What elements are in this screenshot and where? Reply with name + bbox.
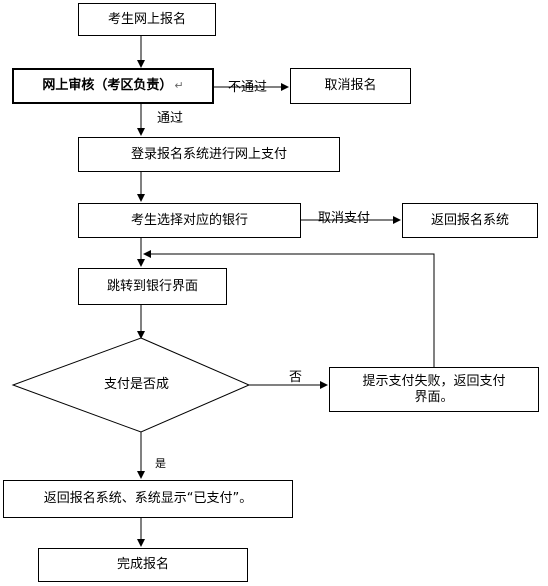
complete-label: 完成报名 (116, 557, 169, 572)
return-display-label: 返回报名系统、系统显示“已支付”。 (43, 491, 253, 506)
return-system-node: 返回报名系统 (402, 203, 538, 238)
review-node-label: 网上审核（考区负责） (42, 78, 173, 93)
edge-label-not-pass: 不通过 (228, 80, 268, 95)
login-pay-label: 登录报名系统进行网上支付 (130, 146, 287, 162)
cancel-registration-label: 取消报名 (324, 78, 377, 93)
arrow-fail-loop-back (143, 250, 435, 367)
cancel-registration-node: 取消报名 (290, 68, 411, 104)
edge-label-pass: 通过 (157, 111, 184, 126)
jump-bank-label: 跳转到银行界面 (106, 278, 198, 294)
complete-node: 完成报名 (38, 548, 248, 582)
decision-diamond (11, 337, 251, 433)
review-node: 网上审核（考区负责） ↵ (12, 68, 214, 104)
fail-notice-line1: 提示支付失败，返回支付 (362, 373, 506, 389)
choose-bank-node: 考生选择对应的银行 (78, 203, 301, 238)
jump-bank-node: 跳转到银行界面 (78, 268, 227, 305)
edge-label-no: 否 (289, 370, 303, 385)
edge-label-cancel-payment: 取消支付 (318, 211, 371, 226)
fail-notice-node: 提示支付失败，返回支付 界面。 (329, 367, 539, 412)
return-mark: ↵ (174, 79, 184, 92)
decision-label: 支付是否成 (104, 377, 170, 392)
start-node-label: 考生网上报名 (107, 11, 186, 27)
login-pay-node: 登录报名系统进行网上支付 (78, 137, 340, 172)
choose-bank-label: 考生选择对应的银行 (130, 212, 248, 228)
return-system-label: 返回报名系统 (430, 212, 509, 228)
edge-label-yes: 是 (155, 457, 166, 470)
return-display-node: 返回报名系统、系统显示“已支付”。 (3, 480, 293, 518)
start-node: 考生网上报名 (78, 3, 216, 36)
fail-notice-line2: 界面。 (414, 389, 454, 405)
